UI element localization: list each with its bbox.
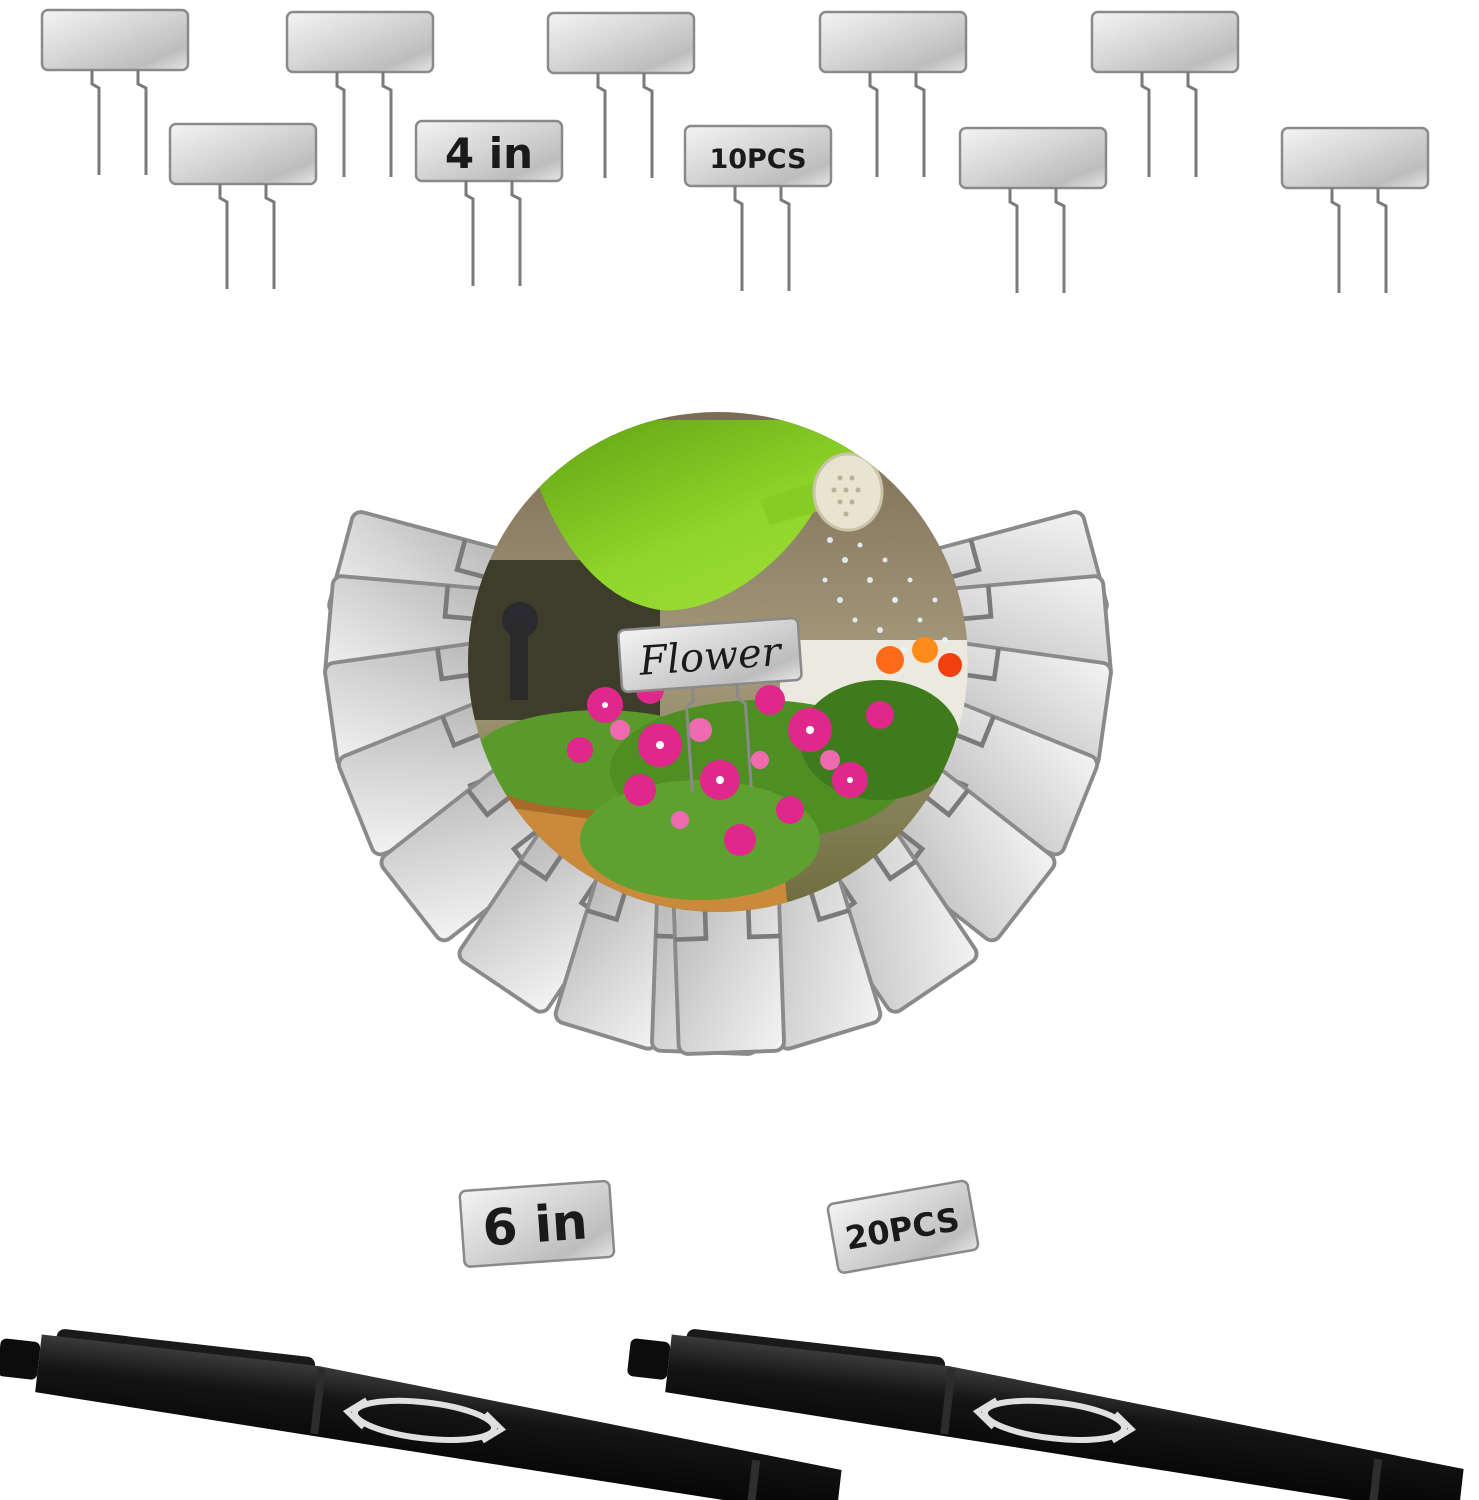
small-stake [546, 11, 696, 180]
size-label-large: 6 in [458, 1179, 616, 1268]
small-stake [168, 122, 318, 291]
small-count-text: 10PCS [709, 144, 806, 175]
small-size-text: 4 in [445, 129, 533, 178]
small-stake [1280, 126, 1430, 295]
small-stake [40, 8, 190, 177]
marker-pen-right [627, 1329, 1464, 1500]
count-label-small: 10PCS [709, 144, 806, 175]
large-size-text: 6 in [481, 1192, 590, 1257]
size-label-small: 4 in [445, 129, 533, 178]
garden-photo: Flower [468, 412, 968, 912]
count-label-large: 20PCS [826, 1179, 980, 1274]
photo-stake: Flower [617, 616, 803, 792]
small-stake [1090, 10, 1240, 179]
small-stake [958, 126, 1108, 295]
small-stake [818, 10, 968, 179]
marker-pen-left [0, 1329, 842, 1500]
center-marker-word: Flower [637, 629, 785, 685]
